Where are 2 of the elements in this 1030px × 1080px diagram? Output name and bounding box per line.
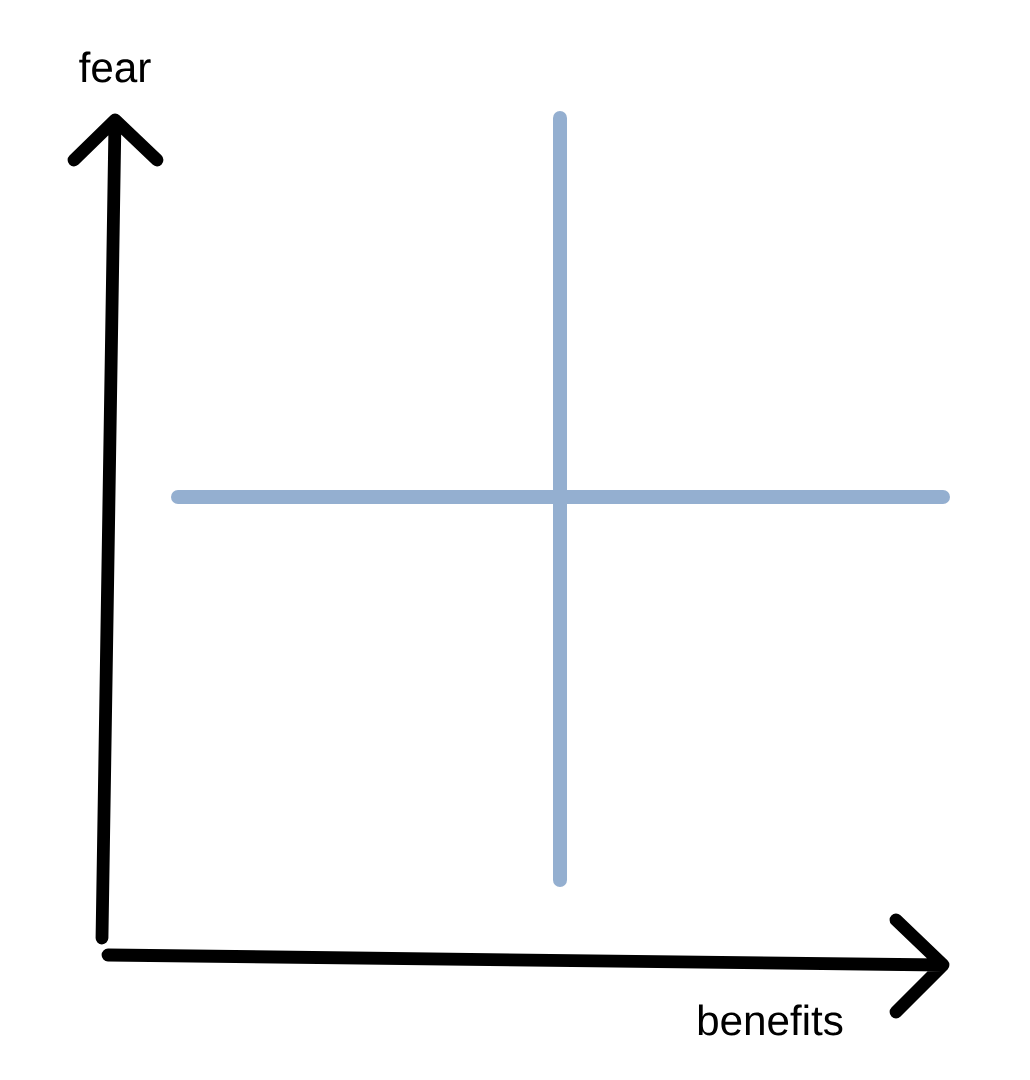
axis-label: fear <box>79 51 151 83</box>
axis-label: benefits <box>698 1004 843 1036</box>
